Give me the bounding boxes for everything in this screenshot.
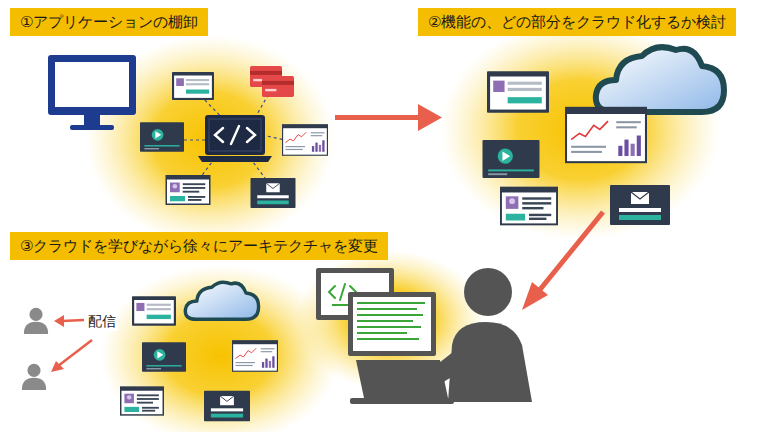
note-label: 配信: [86, 313, 118, 331]
login-window: [487, 71, 549, 112]
profile-window: [121, 387, 164, 415]
code-monitor: [316, 268, 454, 404]
credit-card: [262, 76, 294, 97]
step-heading: ①アプリケーションの棚卸: [10, 8, 208, 36]
user-icon: [24, 308, 48, 334]
video-window: [483, 140, 540, 178]
login-window: [172, 72, 214, 100]
step-arrow: [335, 104, 442, 131]
step-text: ①アプリケーションの棚卸: [20, 13, 198, 31]
profile-window: [166, 176, 210, 205]
laptop: [198, 115, 272, 162]
step-heading: ③クラウドを学びながら徐々にアーキテクチャを変更: [10, 232, 388, 260]
chart-window: [283, 125, 328, 155]
step-arrow: [522, 212, 603, 310]
cloud: [185, 282, 258, 319]
chart-window: [233, 341, 278, 371]
cloud: [596, 47, 724, 112]
chart-window: [566, 108, 646, 162]
user-icon: [22, 364, 46, 390]
dashed-links: [182, 95, 285, 178]
mail-window: [251, 178, 296, 208]
step-text: ②機能の、どの部分をクラウド化するか検討: [428, 13, 726, 31]
video-window: [142, 342, 186, 371]
profile-window: [501, 188, 557, 225]
step-text: ③クラウドを学びながら徐々にアーキテクチャを変更: [20, 237, 378, 255]
desktop-pc: [48, 55, 136, 130]
login-window: [132, 296, 176, 325]
video-window: [140, 122, 184, 151]
mail-window: [610, 185, 670, 225]
mail-window: [204, 391, 250, 422]
step-heading: ②機能の、どの部分をクラウド化するか検討: [418, 8, 736, 36]
